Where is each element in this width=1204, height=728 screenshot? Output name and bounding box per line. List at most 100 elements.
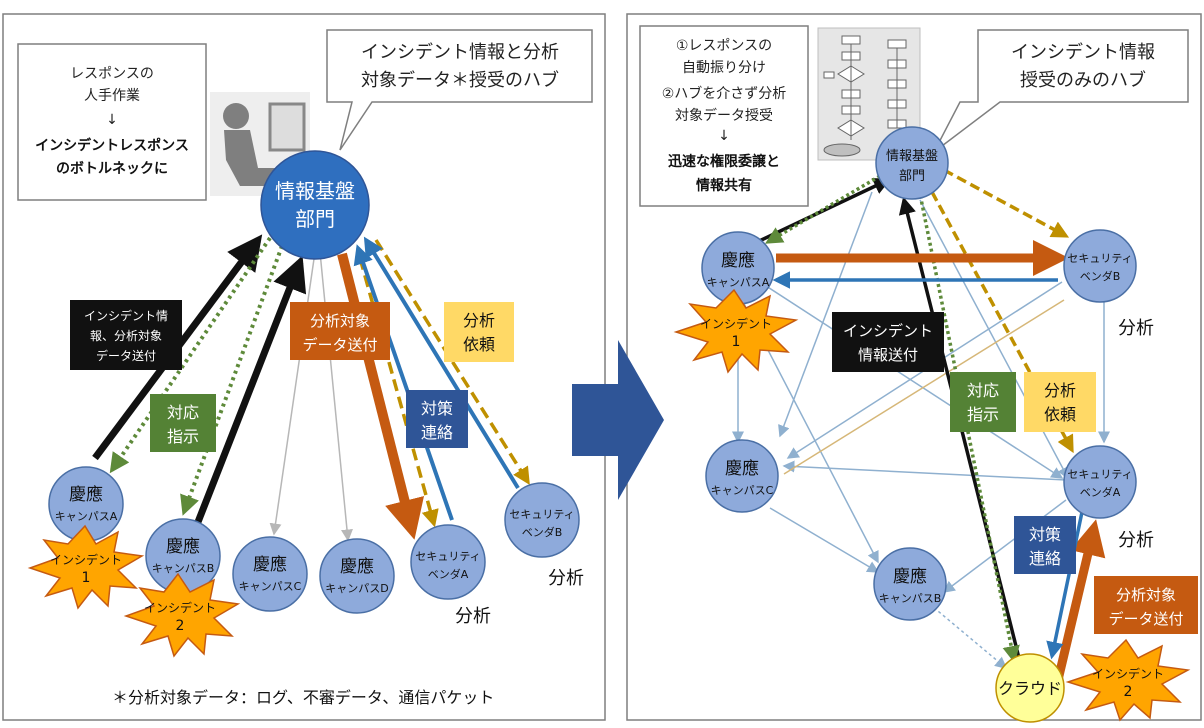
node-left-va-1: セキュリティ [415, 550, 480, 563]
incident-left-2-line-1: インシデント [144, 600, 216, 615]
cloud-label: クラウド [998, 679, 1062, 698]
label-analysis-data-left-1: 分析対象 [310, 312, 370, 330]
node-left-vendor-a: セキュリティ ベンダA [410, 524, 486, 600]
node-left-vb-1: セキュリティ [509, 508, 574, 521]
label-send-left-3: データ送付 [96, 348, 156, 363]
label-countermeasure-right [1014, 516, 1076, 574]
arrow-countermeasure-va-to-hub [353, 244, 454, 521]
label-instruct-left-2: 指示 [167, 427, 199, 446]
incident-burst-left-1: インシデント 1 [27, 524, 145, 610]
node-left-c-2: キャンパスC [239, 580, 302, 593]
incident-right-1-line-2: 1 [732, 334, 741, 350]
label-request-left [444, 302, 514, 362]
hub-callout-right [933, 29, 1189, 153]
label-send-right-2: 情報送付 [858, 346, 918, 364]
label-analysis-data-right [1094, 576, 1198, 634]
hub-left-line-2: 部門 [295, 207, 335, 231]
hub-right-line-1: 情報基盤 [886, 149, 938, 164]
arrow-instruct-hub-to-a-right [764, 174, 881, 244]
node-left-c: 慶應 キャンパスC [232, 536, 308, 612]
arrow-request-hub-to-vb-right [943, 168, 1070, 238]
label-analysis-data-left-2: データ送付 [302, 336, 377, 354]
node-right-a-2: キャンパスA [707, 276, 770, 289]
hub-right-line-2: 部門 [899, 169, 925, 184]
label-request-right-1: 分析 [1044, 381, 1076, 400]
node-right-b-1: 慶應 [893, 566, 927, 587]
incident-burst-right-2: インシデント 2 [1065, 638, 1191, 722]
analysis-label-right-a: 分析 [1118, 530, 1154, 551]
arrow-hub-to-d [319, 251, 353, 542]
hub-node-right [875, 126, 949, 200]
node-left-b-1: 慶應 [166, 536, 200, 557]
hub-callout-right-line-1: インシデント情報 [1011, 42, 1155, 63]
arrow-countermeasure-vb-to-hub [363, 236, 520, 490]
node-left-a-1: 慶應 [69, 484, 103, 505]
arrow-countermeasure-va-to-cloud [1046, 511, 1084, 660]
label-request-left-1: 分析 [463, 311, 495, 330]
hub-callout-right-line-2: 授受のみのハブ [1020, 69, 1146, 91]
label-analysis-data-left [290, 302, 390, 360]
hub-callout-left [326, 29, 593, 151]
auto-line-2: 自動振り分け [682, 60, 766, 76]
label-analysis-data-right-1: 分析対象 [1116, 586, 1176, 604]
node-left-b-2: キャンパスB [152, 562, 215, 575]
incident-right-2-line-1: インシデント [1092, 666, 1164, 681]
auto-line-7: 情報共有 [696, 177, 752, 194]
incident-left-2-line-2: 2 [176, 618, 185, 634]
node-left-b: 慶應 キャンパスB [145, 518, 221, 594]
node-right-vb-1: セキュリティ [1067, 252, 1132, 265]
auto-line-4: 対象データ授受 [675, 107, 773, 124]
node-left-d: 慶應 キャンパスD [319, 538, 395, 614]
analysis-label-right-b: 分析 [1118, 318, 1154, 339]
node-left-va-2: ベンダA [428, 567, 469, 581]
node-left-vb-2: ベンダB [522, 525, 563, 539]
auto-line-3: ②ハブを介さず分析 [662, 85, 787, 102]
node-right-c: 慶應 キャンパスC [705, 439, 779, 513]
node-left-d-2: キャンパスD [325, 582, 388, 595]
label-instruct-right-1: 対応 [967, 381, 999, 400]
hub-callout-left-line-1: インシデント情報と分析 [361, 42, 559, 63]
thin-gold-line [783, 299, 1065, 475]
label-send-left [70, 300, 182, 370]
analysis-label-left-b: 分析 [548, 568, 584, 589]
footnote: ＊分析対象データ：ログ、不審データ、通信パケット [112, 688, 494, 707]
transition-arrow-icon [572, 340, 664, 500]
node-right-c-2: キャンパスC [711, 484, 774, 497]
arrow-analysis-data-to-va [337, 252, 425, 540]
label-countermeasure-left [406, 390, 468, 448]
node-left-a-2: キャンパスA [55, 510, 118, 523]
node-right-b-2: キャンパスB [879, 592, 942, 605]
label-countermeasure-left-1: 対策 [421, 399, 453, 418]
auto-line-5: ↓ [718, 128, 730, 144]
node-right-a: 慶應 キャンパスA [701, 231, 775, 305]
manual-line-3: ↓ [106, 112, 118, 128]
auto-callout [639, 25, 809, 207]
node-right-vendor-a: セキュリティ ベンダA [1063, 445, 1137, 519]
node-right-vb-2: ベンダB [1080, 269, 1121, 283]
arrow-analysis-data-cloud-to-va [1053, 519, 1106, 682]
manual-line-1: レスポンスの [70, 66, 154, 82]
label-countermeasure-right-2: 連絡 [1029, 549, 1061, 568]
label-request-right-2: 依頼 [1044, 405, 1076, 424]
label-send-left-1: インシデント情 [84, 308, 168, 323]
incident-burst-right-1: インシデント 1 [673, 288, 799, 374]
label-instruct-left [150, 394, 216, 452]
node-right-c-1: 慶應 [725, 458, 759, 479]
node-right-va-1: セキュリティ [1067, 468, 1132, 481]
hub-left-line-1: 情報基盤 [275, 179, 355, 203]
arrow-instruct-hub-to-b [180, 245, 284, 516]
node-left-c-1: 慶應 [253, 554, 287, 575]
node-right-vendor-b: セキュリティ ベンダB [1063, 229, 1137, 303]
manual-work-callout [17, 43, 207, 201]
label-send-right-1: インシデント [843, 322, 933, 340]
manual-line-4: インシデントレスポンス [35, 137, 189, 154]
incident-left-1-line-1: インシデント [50, 552, 122, 567]
label-request-left-2: 依頼 [463, 335, 495, 354]
incident-left-1-line-2: 1 [82, 570, 91, 586]
label-send-left-2: 報、分析対象 [90, 329, 162, 343]
incident-right-1-line-1: インシデント [700, 316, 772, 331]
node-left-vendor-b: セキュリティ ベンダB [504, 482, 580, 558]
hub-node-left [260, 150, 370, 260]
auto-line-1: ①レスポンスの [676, 38, 772, 54]
